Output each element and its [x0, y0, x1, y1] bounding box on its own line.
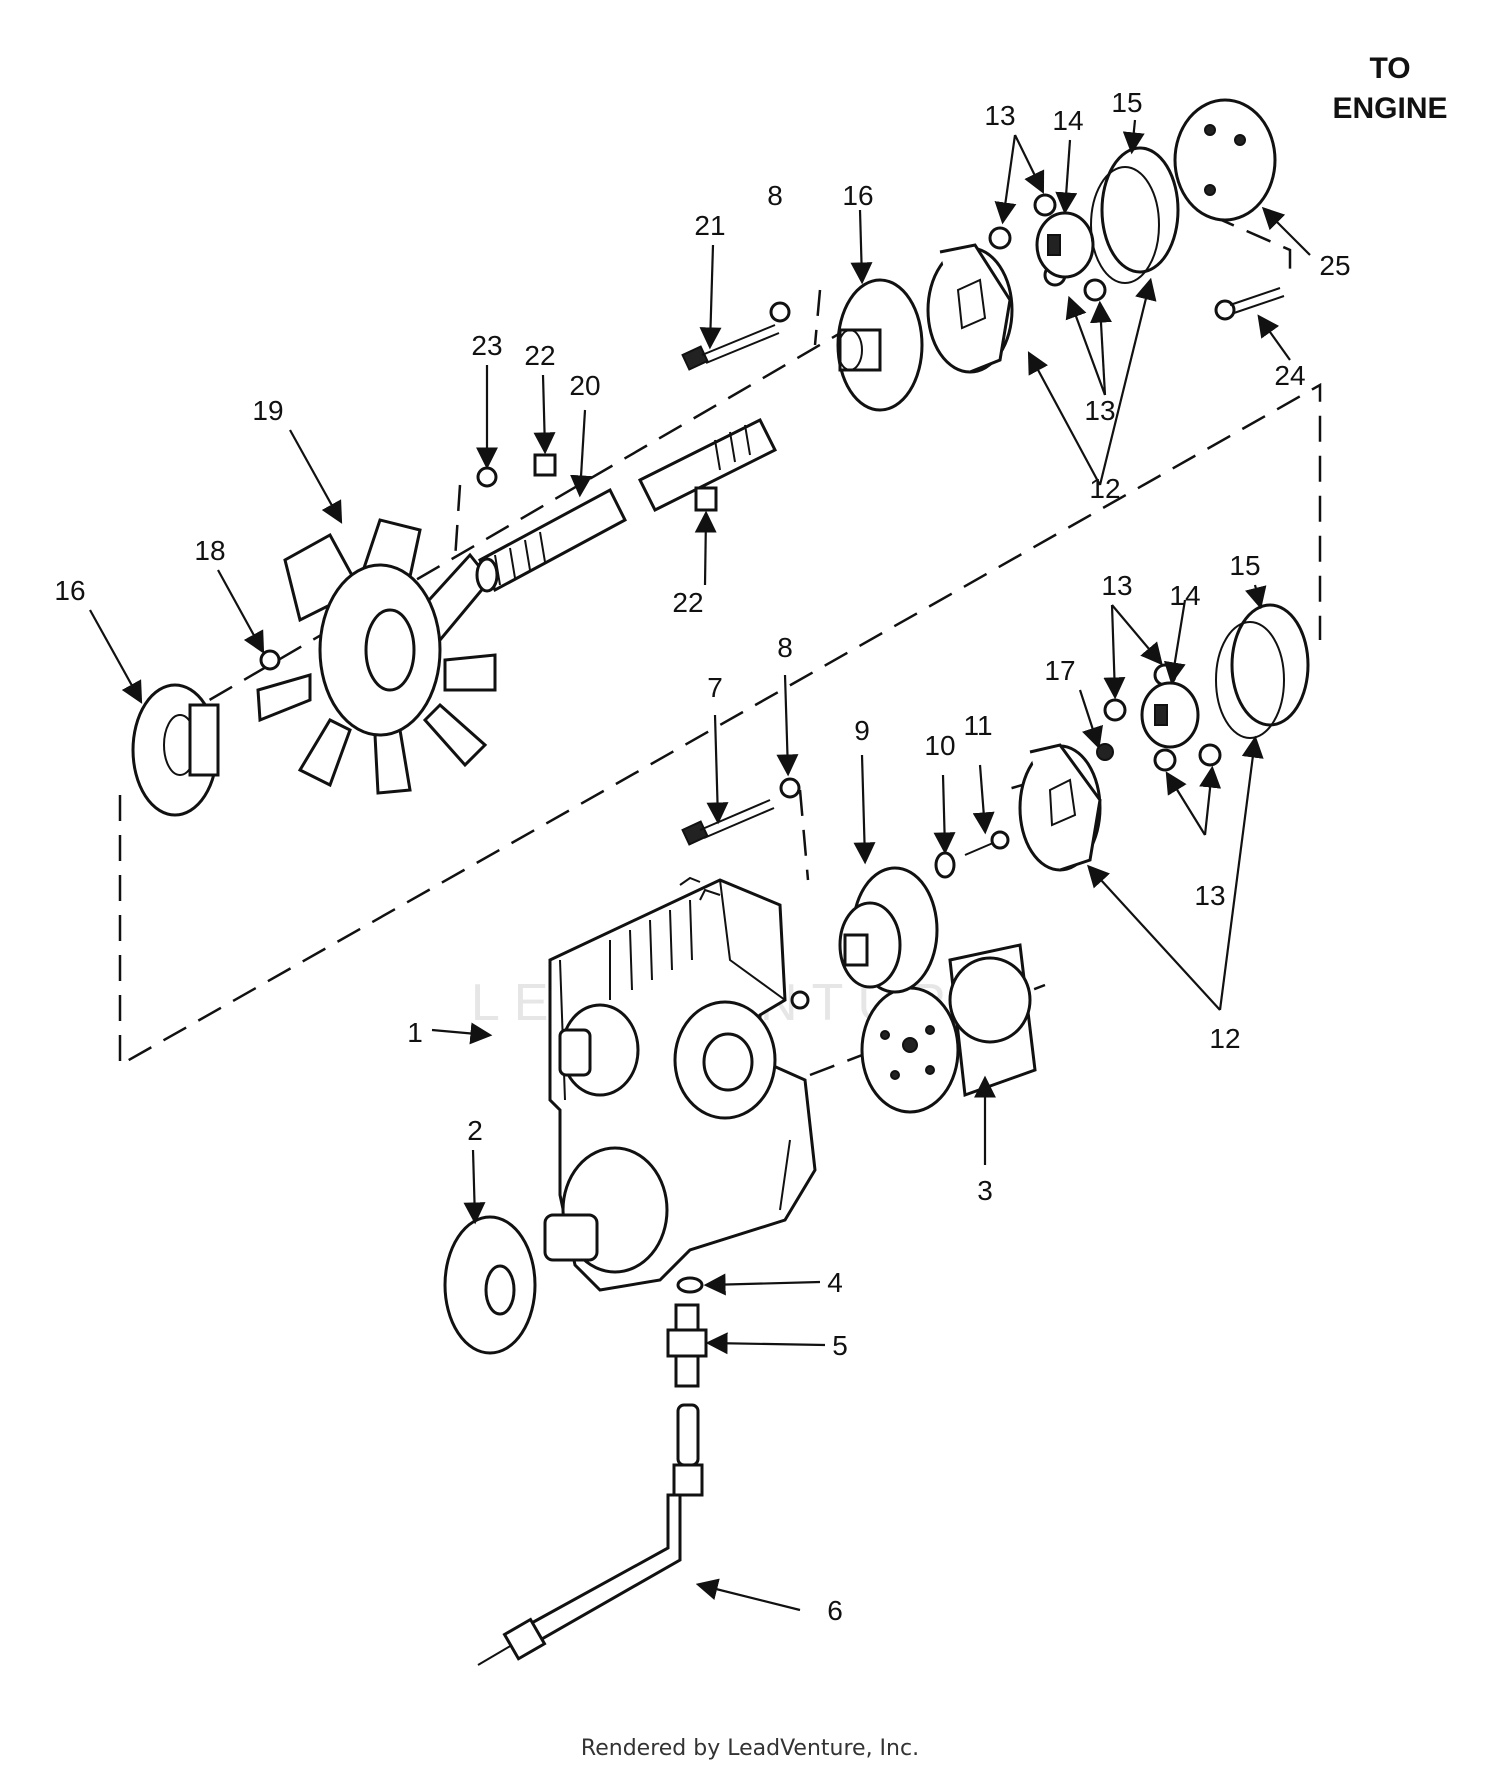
- spider-14-upper: [1035, 211, 1095, 279]
- callout-22-upper: 22: [524, 340, 555, 371]
- bolt-21: [681, 324, 780, 371]
- leader-arrows: [89, 119, 1311, 1612]
- callout-21: 21: [694, 210, 725, 241]
- callout-1: 1: [407, 1017, 423, 1048]
- callout-6: 6: [827, 1595, 843, 1626]
- flange-16-left: [131, 683, 220, 817]
- driveshaft-20: [475, 417, 778, 593]
- callout-13-lower-right: 13: [1194, 880, 1225, 911]
- callout-24: 24: [1274, 360, 1305, 391]
- callout-17: 17: [1044, 655, 1075, 686]
- callout-7: 7: [707, 672, 723, 703]
- callout-12-lower: 12: [1209, 1023, 1240, 1054]
- nut-8-upper: [769, 301, 791, 323]
- callout-14-lower: 14: [1169, 580, 1200, 611]
- washer-10: [934, 851, 956, 879]
- nut-8-lower: [779, 777, 801, 799]
- footer-credit: Rendered by LeadVenture, Inc.: [581, 1736, 919, 1761]
- flange-9: [838, 866, 939, 994]
- callout-8-upper: 8: [767, 180, 783, 211]
- screw-11: [964, 830, 1010, 856]
- callout-20: 20: [569, 370, 600, 401]
- fan-19: [256, 518, 497, 795]
- o-ring: [676, 1276, 704, 1294]
- callout-14-upper: 14: [1052, 105, 1083, 136]
- flange-16-upper: [836, 278, 924, 412]
- engine-plate-25: [1173, 98, 1277, 222]
- callout-labels: 1 2 3 4 5 6 7 8 9 10 11 12 12 13 13 13 1…: [54, 87, 1350, 1626]
- callout-19: 19: [252, 395, 283, 426]
- fitting: [666, 1303, 708, 1388]
- coupling-12-upper: [926, 243, 1014, 374]
- callout-10: 10: [924, 730, 955, 761]
- nut-18: [259, 649, 281, 671]
- callout-15-upper: 15: [1111, 87, 1142, 118]
- callout-16-upper: 16: [842, 180, 873, 211]
- setscrew-23: [476, 466, 498, 488]
- header-line-1: TO: [1369, 52, 1410, 85]
- callout-11: 11: [963, 710, 992, 741]
- callout-23: 23: [471, 330, 502, 361]
- callout-13-top: 13: [984, 100, 1015, 131]
- oil-filter: [860, 943, 1037, 1114]
- rollers-13: [988, 193, 1222, 772]
- callout-25: 25: [1319, 250, 1350, 281]
- callout-5: 5: [832, 1330, 848, 1361]
- callout-3: 3: [977, 1175, 993, 1206]
- bolt-24: [1214, 287, 1285, 321]
- washer-2: [443, 1215, 537, 1355]
- coupling-12-lower: [1018, 743, 1102, 872]
- housing-15-lower: [1215, 603, 1310, 739]
- hydraulic-tube: [477, 1403, 704, 1666]
- callout-22-lower: 22: [672, 587, 703, 618]
- callout-8-lower: 8: [777, 632, 793, 663]
- spider-14-lower: [1140, 681, 1200, 749]
- callout-18: 18: [194, 535, 225, 566]
- callout-13-upper-right: 13: [1084, 395, 1115, 426]
- grease-fitting-22-upper: [533, 453, 557, 477]
- housing-15-upper: [1090, 146, 1180, 284]
- bolt-7: [681, 799, 775, 846]
- callout-13-lower-left: 13: [1101, 570, 1132, 601]
- callout-15-lower: 15: [1229, 550, 1260, 581]
- callout-12-upper: 12: [1089, 473, 1120, 504]
- callout-16-left: 16: [54, 575, 85, 606]
- key-17: [1096, 743, 1114, 761]
- callout-4: 4: [827, 1267, 843, 1298]
- header-line-2: ENGINE: [1332, 92, 1447, 125]
- transmission-housing: [543, 876, 817, 1292]
- to-engine-label: TO ENGINE: [1332, 52, 1447, 125]
- callout-9: 9: [854, 715, 870, 746]
- callout-2: 2: [467, 1115, 483, 1146]
- grease-fitting-22-lower: [694, 486, 718, 512]
